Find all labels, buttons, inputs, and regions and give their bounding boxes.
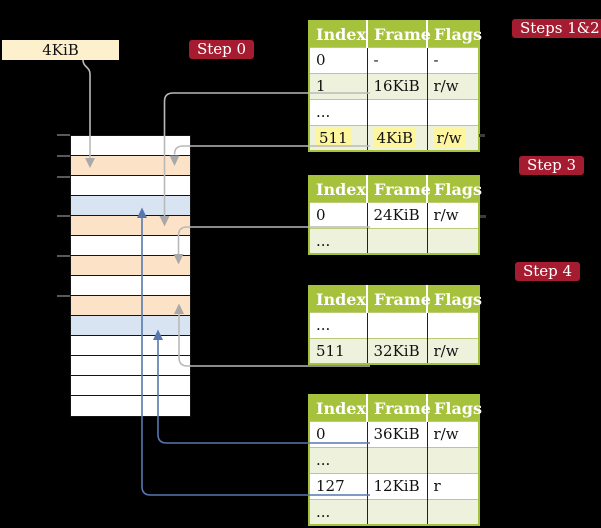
cell-index: 511 <box>309 338 367 364</box>
table-row: ... <box>309 99 479 125</box>
page-table-step4-upper: Index Frame Flags ... 511 32KiB r/w <box>308 285 482 365</box>
memory-row <box>71 336 190 356</box>
cell-index: ... <box>309 447 367 473</box>
table-row: ... <box>309 312 479 338</box>
frame-size-label: 4KiB <box>42 41 79 59</box>
header-flags: Flags <box>426 286 482 312</box>
cell-flags <box>426 447 479 473</box>
header-index: Index <box>309 176 367 202</box>
cell-frame: 32KiB <box>366 338 427 364</box>
table-row: ... <box>309 228 479 254</box>
highlight: 4KiB <box>373 127 417 148</box>
cell-flags: r/w <box>426 421 479 447</box>
cell-flags: r/w <box>426 202 479 228</box>
header-frame: Frame <box>366 395 431 421</box>
memory-row <box>71 376 190 396</box>
cell-frame: 36KiB <box>366 421 427 447</box>
cell-frame: 12KiB <box>366 473 427 499</box>
cell-index: ... <box>309 228 367 254</box>
table-header-row: Index Frame Flags <box>309 21 482 47</box>
cell-flags <box>426 228 479 254</box>
cell-frame: 4KiB <box>366 125 427 151</box>
physical-memory-column <box>70 135 191 417</box>
memory-row-mapped-orange <box>71 156 190 176</box>
cell-index: 0 <box>309 47 367 73</box>
header-flags: Flags <box>426 21 482 47</box>
cell-frame: 16KiB <box>366 73 427 99</box>
cell-flags: r/w <box>426 338 479 364</box>
table-row-highlighted: 511 4KiB r/w <box>309 125 479 151</box>
cell-flags: r/w <box>426 125 479 151</box>
cell-index: ... <box>309 312 367 338</box>
memory-row <box>71 396 190 416</box>
cell-frame <box>366 228 427 254</box>
cell-index: 127 <box>309 473 367 499</box>
cell-frame <box>366 312 427 338</box>
table-row: 127 12KiB r <box>309 473 479 499</box>
page-table-steps12: Index Frame Flags 0 - - 1 16KiB r/w ... … <box>308 20 482 152</box>
step4-label: Step 4 <box>515 262 581 281</box>
cell-flags: r/w <box>426 73 479 99</box>
memory-row-mapped-orange <box>71 296 190 316</box>
step0-label: Step 0 <box>189 40 255 59</box>
cell-frame <box>366 499 427 525</box>
header-frame: Frame <box>366 176 431 202</box>
cell-frame: - <box>366 47 427 73</box>
cell-flags <box>426 499 479 525</box>
highlight: r/w <box>433 127 465 148</box>
row-stub-mark <box>480 215 486 218</box>
memory-row <box>71 176 190 196</box>
cell-index: ... <box>309 499 367 525</box>
table-header-row: Index Frame Flags <box>309 395 482 421</box>
header-index: Index <box>309 21 367 47</box>
table-row: ... <box>309 447 479 473</box>
cell-index: ... <box>309 99 367 125</box>
cell-flags <box>426 312 479 338</box>
cell-flags: r <box>426 473 479 499</box>
memory-tick-marks <box>57 134 70 297</box>
frame-size-box: 4KiB <box>2 40 119 60</box>
memory-row <box>71 356 190 376</box>
header-index: Index <box>309 286 367 312</box>
header-frame: Frame <box>366 286 431 312</box>
header-flags: Flags <box>426 176 482 202</box>
page-table-step3: Index Frame Flags 0 24KiB r/w ... <box>308 175 482 255</box>
table-row: 511 32KiB r/w <box>309 338 479 364</box>
cell-flags: - <box>426 47 479 73</box>
table-row: 0 36KiB r/w <box>309 421 479 447</box>
memory-row-mapped-orange <box>71 256 190 276</box>
table-row: 1 16KiB r/w <box>309 73 479 99</box>
cell-index: 0 <box>309 421 367 447</box>
cell-frame <box>366 447 427 473</box>
memory-row-mapped-orange <box>71 216 190 236</box>
steps12-label: Steps 1&2 <box>512 19 601 38</box>
table-header-row: Index Frame Flags <box>309 176 482 202</box>
memory-row-mapped-blue <box>71 316 190 336</box>
cell-frame: 24KiB <box>366 202 427 228</box>
page-table-step4-lower: Index Frame Flags 0 36KiB r/w ... 127 12… <box>308 394 482 526</box>
header-flags: Flags <box>426 395 482 421</box>
table-header-row: Index Frame Flags <box>309 286 482 312</box>
highlight: 511 <box>316 127 351 148</box>
cell-index: 1 <box>309 73 367 99</box>
header-index: Index <box>309 395 367 421</box>
memory-row <box>71 136 190 156</box>
memory-row <box>71 236 190 256</box>
table-row: 0 24KiB r/w <box>309 202 479 228</box>
memory-row-mapped-blue <box>71 196 190 216</box>
header-frame: Frame <box>366 21 431 47</box>
cell-frame <box>366 99 427 125</box>
step3-label: Step 3 <box>519 156 585 175</box>
cell-index: 0 <box>309 202 367 228</box>
table-row: 0 - - <box>309 47 479 73</box>
cell-index: 511 <box>309 125 367 151</box>
table-row: ... <box>309 499 479 525</box>
memory-row <box>71 276 190 296</box>
cell-flags <box>426 99 479 125</box>
